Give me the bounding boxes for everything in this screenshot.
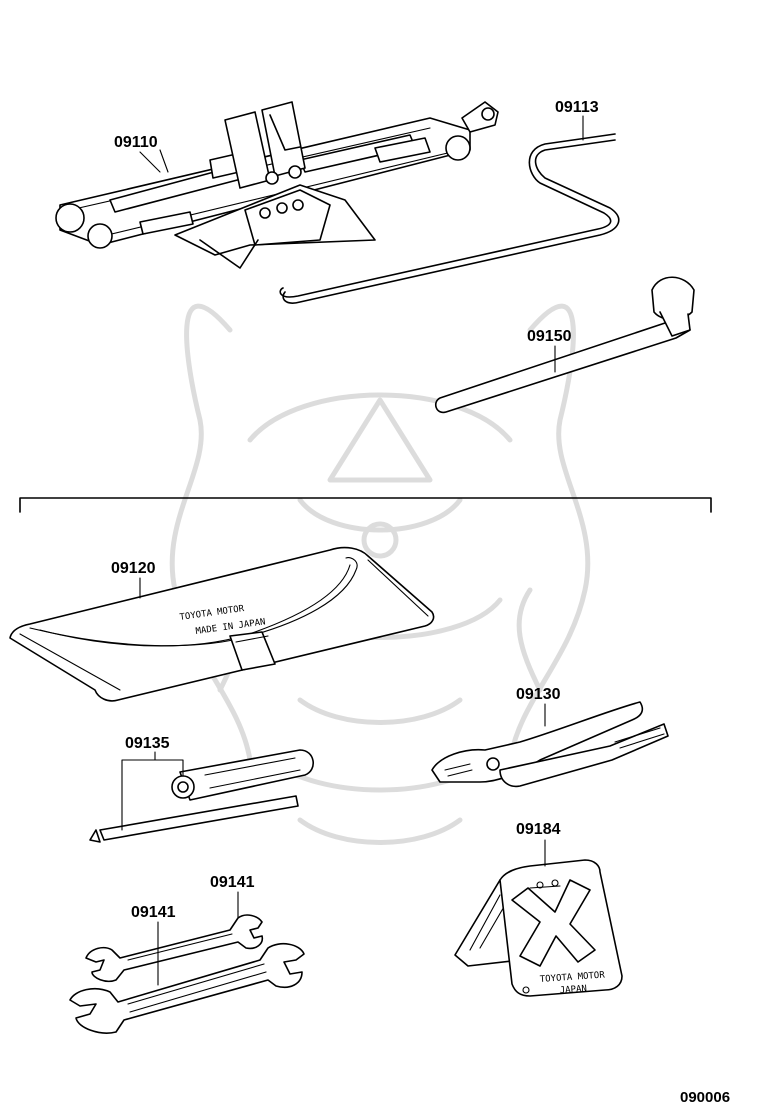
part-label-09135: 09135 [125,735,170,752]
part-label-09130: 09130 [516,686,561,703]
jack-drawing [55,101,499,269]
figure-id: 090006 [680,1089,730,1106]
wrench-large-drawing [69,942,305,1034]
part-label-09150: 09150 [527,328,572,345]
part-label-09184: 09184 [516,821,561,838]
part-label-09110: 09110 [114,134,158,151]
wheel-chock-drawing: TOYOTA MOTOR JAPAN [454,859,623,997]
part-label-09113: 09113 [555,99,599,116]
screwdriver-drawing [89,749,314,843]
pliers-drawing [431,701,669,788]
jack-handle-drawing [279,133,620,304]
wheel-nut-wrench-drawing [434,276,695,414]
group-bracket [19,497,712,513]
part-label-09141-large: 09141 [131,904,176,921]
leader-line-09135 [121,751,184,831]
chock-stamp-line2: JAPAN [560,984,588,996]
chock-stamp-line1: TOYOTA MOTOR [540,970,606,985]
tool-bag-drawing: TOYOTA MOTOR MADE IN JAPAN [9,546,435,702]
wrench-small-drawing [85,914,264,983]
part-label-09120: 09120 [111,560,156,577]
leader-line-09110 [139,151,161,173]
part-label-09141-small: 09141 [210,874,255,891]
